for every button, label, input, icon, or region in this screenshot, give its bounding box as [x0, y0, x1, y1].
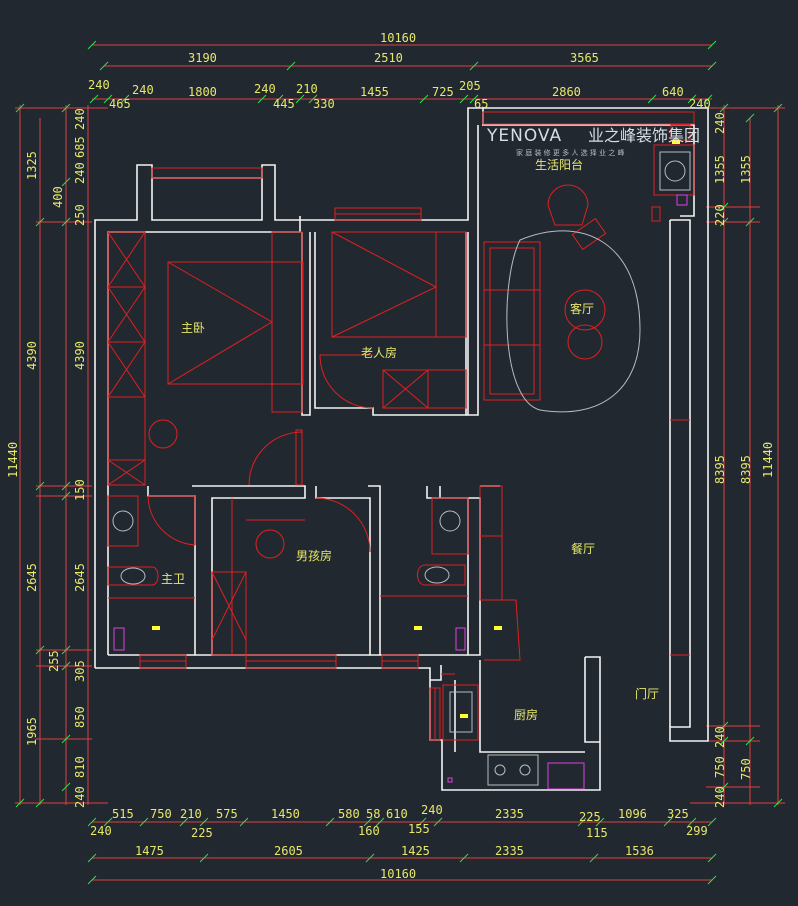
dim-top-row3: 2860 [552, 85, 581, 99]
dim-top-row3: 1455 [360, 85, 389, 99]
dim-right-col1: 240 [713, 726, 727, 748]
dimension-text-bottom: 515 750 210 575 1450 580 58 610 240 2335… [90, 803, 708, 881]
dim-left-col2: 2645 [25, 563, 39, 592]
dim-bottom-row1: 515 [112, 807, 134, 821]
dim-bottom-row1: 325 [667, 807, 689, 821]
dim-top-row3: 210 [296, 82, 318, 96]
light-fixtures [152, 140, 680, 718]
dimension-text-right: 11440 1355 8395 750 240 1355 220 8395 24… [713, 112, 775, 808]
dim-left-col3: 685 [73, 136, 87, 158]
dim-top-row3: 240 [254, 82, 276, 96]
dim-top-row3: 240 [689, 97, 711, 111]
dim-top-row3: 640 [662, 85, 684, 99]
dim-right-col2: 1355 [739, 155, 753, 184]
dim-bottom-row3: 1425 [401, 844, 430, 858]
dim-bottom-row3: 1536 [625, 844, 654, 858]
dim-top-total: 10160 [380, 31, 416, 45]
furniture [107, 111, 695, 790]
dim-right-col1: 220 [713, 204, 727, 226]
room-label-foyer: 门厅 [635, 686, 659, 701]
room-label-kitchen: 厨房 [514, 707, 538, 722]
dim-bottom-row2: 160 [358, 824, 380, 838]
dim-top-row3: 205 [459, 79, 481, 93]
dim-bottom-row1: 2335 [495, 807, 524, 821]
dim-bottom-row3: 2335 [495, 844, 524, 858]
dim-top-row3: 1800 [188, 85, 217, 99]
walls [94, 107, 709, 791]
dim-top-row3: 240 [132, 83, 154, 97]
dim-right-col2: 8395 [739, 455, 753, 484]
dim-bottom-row2: 240 [90, 824, 112, 838]
dimension-ticks [15, 40, 783, 885]
dim-top-row4: 445 [273, 97, 295, 111]
dim-bottom-row2: 225 [191, 826, 213, 840]
dim-bottom-row3: 2605 [274, 844, 303, 858]
dim-bottom-row2: 299 [686, 824, 708, 838]
dim-left-col2: 1325 [25, 151, 39, 180]
dim-bottom-row1: 225 [579, 810, 601, 824]
dim-bottom-row2: 155 [408, 822, 430, 836]
dim-left-col3: 305 [73, 660, 87, 682]
dim-left-col2: 1965 [25, 717, 39, 746]
dim-left-col3: 240 [73, 162, 87, 184]
dim-right-col1: 750 [713, 756, 727, 778]
dim-right-col1: 8395 [713, 455, 727, 484]
dim-left-col3: 250 [73, 204, 87, 226]
dim-bottom-row3: 1475 [135, 844, 164, 858]
dim-right-col1: 1355 [713, 155, 727, 184]
dim-left-col3: 2645 [73, 563, 87, 592]
dim-bottom-row1: 575 [216, 807, 238, 821]
windows [139, 111, 695, 741]
dim-top-row2: 3565 [570, 51, 599, 65]
dim-left-total: 11440 [6, 442, 20, 478]
dim-bottom-row1: 240 [421, 803, 443, 817]
dim-right-col2: 750 [739, 758, 753, 780]
room-label-master-bedroom: 主卧 [181, 321, 205, 335]
dim-right-total: 11440 [761, 442, 775, 478]
dim-right-col1: 240 [713, 112, 727, 134]
dim-left-col3: 150 [73, 479, 87, 501]
dim-left-col3: 850 [73, 706, 87, 728]
dim-left-col3: 400 [51, 186, 65, 208]
dimension-text-left: 11440 1325 4390 2645 1965 240 685 240 40… [6, 108, 87, 808]
brand-block: YENOVA 业之峰装饰集团 家 庭 装 修 更 多 人 选 择 业 之 峰 [486, 126, 700, 157]
dim-bottom-total: 10160 [380, 867, 416, 881]
dim-left-col3: 255 [47, 650, 61, 672]
dim-bottom-row1: 610 [386, 807, 408, 821]
dim-left-col2: 4390 [25, 341, 39, 370]
dim-bottom-row1: 58 [366, 807, 380, 821]
dim-bottom-row2: 115 [586, 826, 608, 840]
brand-slogan: 家 庭 装 修 更 多 人 选 择 业 之 峰 [516, 148, 624, 157]
dimension-text-top: 10160 3190 2510 3565 240 240 1800 240 21… [88, 31, 711, 111]
dim-left-col3: 240 [73, 108, 87, 130]
dim-bottom-row1: 1450 [271, 807, 300, 821]
brand-logo: YENOVA [486, 126, 562, 146]
room-label-dining: 餐厅 [571, 541, 595, 556]
dim-bottom-row1: 750 [150, 807, 172, 821]
dim-top-row2: 2510 [374, 51, 403, 65]
room-labels: 生活阳台 主卧 老人房 客厅 男孩房 主卫 餐厅 厨房 门厅 [161, 157, 659, 722]
dim-bottom-row1: 1096 [618, 807, 647, 821]
dim-right-col1: 240 [713, 786, 727, 808]
dim-top-row3: 240 [88, 78, 110, 92]
dim-left-col3: 240 [73, 786, 87, 808]
dim-bottom-row1: 210 [180, 807, 202, 821]
dim-bottom-row1: 580 [338, 807, 360, 821]
dim-left-col3: 810 [73, 756, 87, 778]
room-label-balcony: 生活阳台 [535, 157, 583, 172]
dim-top-row4: 330 [313, 97, 335, 111]
room-label-elder-room: 老人房 [361, 345, 397, 360]
room-label-living-room: 客厅 [570, 301, 594, 316]
dim-top-row4: 65 [474, 97, 488, 111]
room-label-master-bath: 主卫 [161, 572, 185, 586]
brand-company-name: 业之峰装饰集团 [588, 126, 700, 145]
dim-top-row2: 3190 [188, 51, 217, 65]
room-label-boy-room: 男孩房 [296, 548, 332, 563]
dim-top-row3: 725 [432, 85, 454, 99]
dim-top-row4: 465 [109, 97, 131, 111]
dim-left-col3: 4390 [73, 341, 87, 370]
